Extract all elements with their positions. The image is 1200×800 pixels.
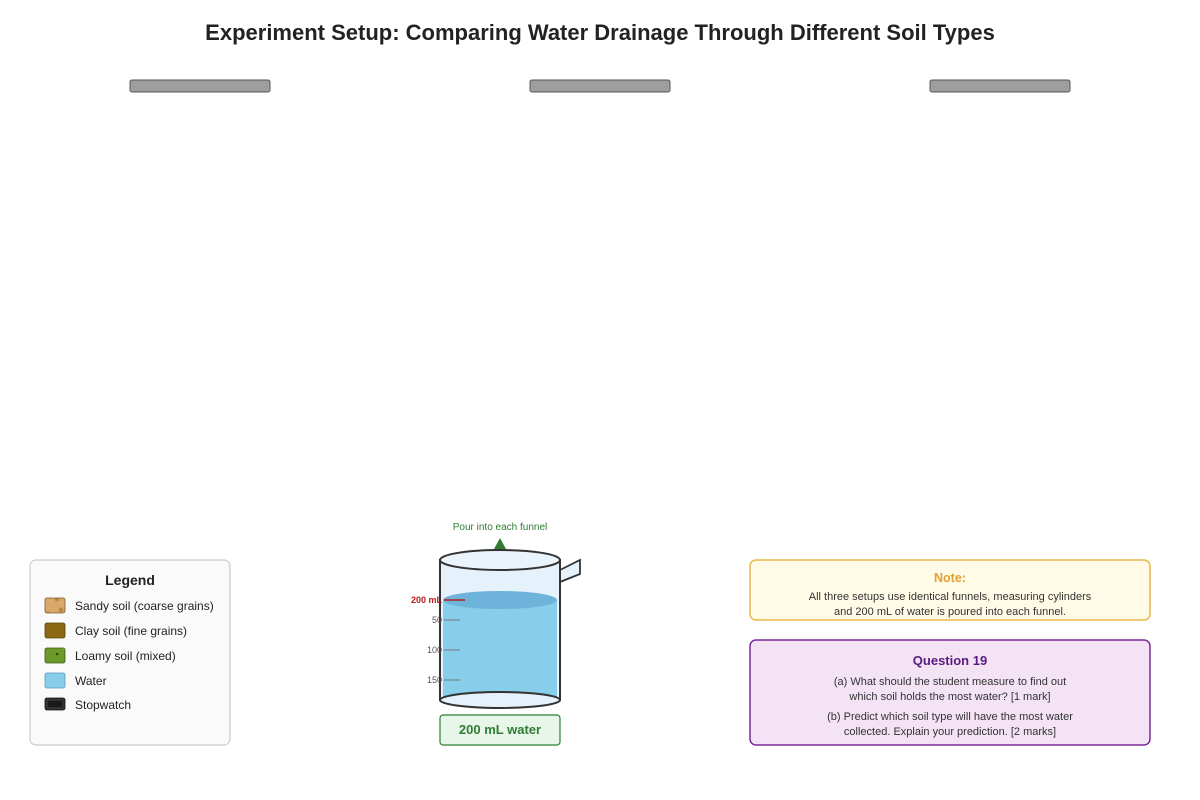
experiment-setup: 20015010050 Measuring cylinder 00:00 Sto… <box>129 79 271 93</box>
sandy-swatch-icon <box>44 597 66 614</box>
legend: Legend Sandy soil (coarse grains) Clay s… <box>29 559 231 746</box>
beaker-water <box>443 600 557 698</box>
question-title: Question 19 <box>913 653 987 668</box>
beaker-spout <box>559 558 581 584</box>
legend-item: Clay soil (fine grains) <box>44 622 187 639</box>
question-b: collected. Explain your prediction. [2 m… <box>844 726 1056 738</box>
experiment-setup-a: 20015010050 Measuring cylinder 00:00 Sto… <box>129 79 271 93</box>
stand-arm: 20015010050 Measuring cylinder 00:00 Sto… <box>129 79 271 93</box>
note-line: All three setups use identical funnels, … <box>809 591 1092 603</box>
question-a: (a) What should the student measure to f… <box>834 676 1066 688</box>
experiment-setup-c: 20015010050 Measuring cylinder 00:00 Sto… <box>929 79 1071 93</box>
note-line: and 200 mL of water is poured into each … <box>834 606 1066 618</box>
svg-text:Water: Water <box>75 674 107 688</box>
note-box: Note: All three setups use identical fun… <box>749 559 1151 621</box>
svg-text:150: 150 <box>427 675 442 685</box>
water-label: 200 mL water <box>459 722 541 737</box>
legend-item: Stopwatch <box>44 697 131 712</box>
clay-swatch-icon <box>44 622 66 639</box>
water-label-box <box>439 714 561 746</box>
experiment-setup: 20015010050 Measuring cylinder 00:00 Sto… <box>929 79 1071 93</box>
note-title: Note: <box>934 571 966 585</box>
question-box: Question 19 (a) What should the student … <box>749 639 1151 746</box>
svg-text:Clay soil (fine grains): Clay soil (fine grains) <box>75 624 187 638</box>
setups: 20015010050 Measuring cylinder 00:00 Sto… <box>129 79 1071 93</box>
legend-item: Sandy soil (coarse grains) <box>44 597 214 614</box>
experiment-setup: 20015010050 Measuring cylinder 00:00 Sto… <box>529 79 671 93</box>
question-a: which soil holds the most water? [1 mark… <box>848 691 1050 703</box>
legend-title: Legend <box>105 572 155 588</box>
pour-arrow-icon <box>494 538 506 549</box>
loamy-swatch-icon <box>44 647 66 664</box>
beaker-fill-label: 200 mL <box>411 595 443 605</box>
water-beaker: Pour into each funnel 200 mL 50 100 150 … <box>411 522 581 746</box>
stand-arm: 20015010050 Measuring cylinder 00:00 Sto… <box>529 79 671 93</box>
question-b: (b) Predict which soil type will have th… <box>827 711 1073 723</box>
beaker-tick: 100 <box>427 645 460 655</box>
beaker-tick: 50 <box>432 615 460 625</box>
beaker-tick: 150 <box>427 675 460 685</box>
water-swatch-icon <box>44 672 66 689</box>
stand-arm: 20015010050 Measuring cylinder 00:00 Sto… <box>929 79 1071 93</box>
pour-instruction: Pour into each funnel <box>453 522 548 533</box>
svg-text:Loamy soil (mixed): Loamy soil (mixed) <box>75 649 176 663</box>
legend-item: Loamy soil (mixed) <box>44 647 176 664</box>
svg-text:Stopwatch: Stopwatch <box>75 698 131 712</box>
legend-item: Water <box>44 672 107 689</box>
page-title: Experiment Setup: Comparing Water Draina… <box>205 20 995 45</box>
svg-text:50: 50 <box>432 615 442 625</box>
svg-text:100: 100 <box>427 645 442 655</box>
experiment-setup-b: 20015010050 Measuring cylinder 00:00 Sto… <box>529 79 671 93</box>
svg-text:Sandy soil (coarse grains): Sandy soil (coarse grains) <box>75 599 214 613</box>
